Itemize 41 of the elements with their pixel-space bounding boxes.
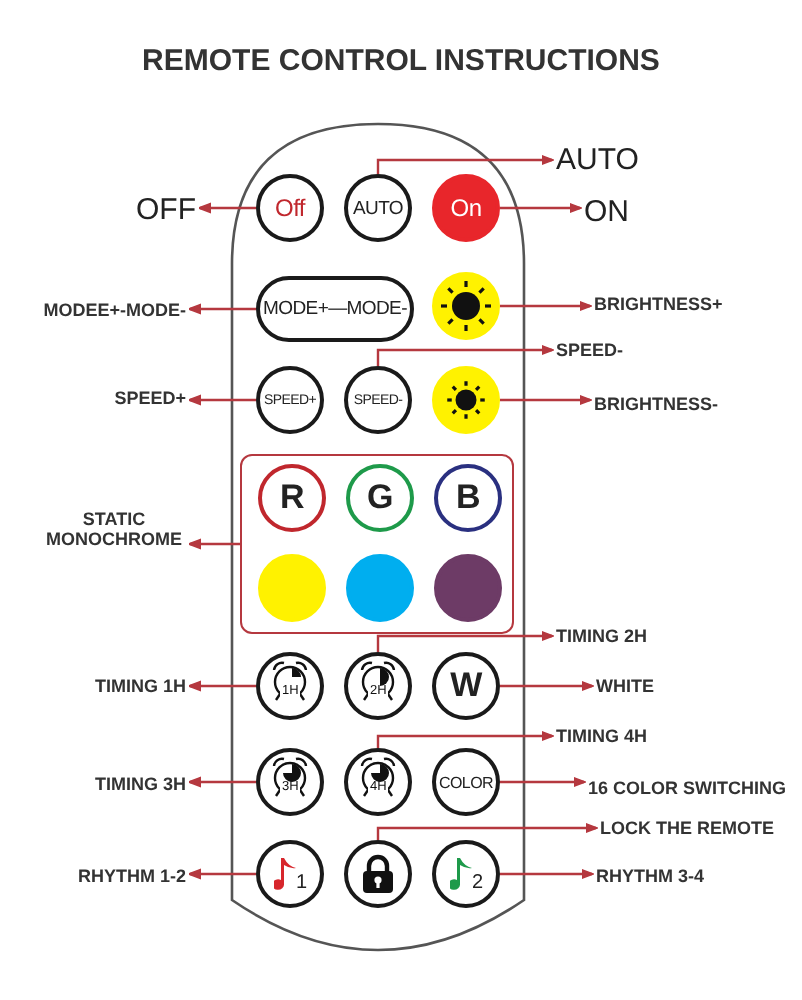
leader-arrow xyxy=(187,680,256,692)
callout-label: MODEE+-MODE- xyxy=(39,299,190,321)
diagram-title: REMOTE CONTROL INSTRUCTIONS xyxy=(140,44,662,78)
leader-arrow xyxy=(197,202,256,214)
callout-label: 16 COLOR SWITCHING xyxy=(584,777,791,799)
callout-label: STATIC MONOCHROME xyxy=(38,509,190,551)
callout-label: ON xyxy=(580,194,633,230)
callout-label: SPEED+ xyxy=(110,387,190,409)
callout-label: OFF xyxy=(132,192,200,228)
leader-arrow xyxy=(187,776,256,788)
leader-arrow xyxy=(376,630,555,652)
color-group-frame xyxy=(240,454,514,634)
callout-label: RHYTHM 3-4 xyxy=(592,865,709,887)
callout-label: AUTO xyxy=(552,142,643,178)
leader-arrow xyxy=(187,868,256,880)
callout-label: TIMING 4H xyxy=(552,725,652,747)
leader-arrow xyxy=(187,394,256,406)
leader-arrow xyxy=(500,202,583,214)
leader-arrow xyxy=(376,730,555,748)
button-text: 1 xyxy=(296,872,307,894)
callout-label: BRIGHTNESS- xyxy=(590,393,723,415)
leader-arrow xyxy=(376,154,555,174)
leader-arrow xyxy=(500,394,593,406)
callout-label: TIMING 3H xyxy=(90,773,190,795)
leader-arrow xyxy=(500,300,593,312)
callout-label: RHYTHM 1-2 xyxy=(73,865,190,887)
leader-arrow xyxy=(500,776,587,788)
leader-arrow xyxy=(187,538,240,550)
leader-arrow xyxy=(500,680,595,692)
callout-label: BRIGHTNESS+ xyxy=(590,293,727,315)
leader-arrow xyxy=(187,303,256,315)
callout-label: TIMING 1H xyxy=(90,675,190,697)
leader-arrow xyxy=(376,344,555,366)
mode-button: MODE+—MODE- xyxy=(256,276,414,342)
button-text: 2 xyxy=(472,872,483,894)
callout-label: LOCK THE REMOTE xyxy=(596,817,778,839)
leader-arrow xyxy=(376,822,599,840)
callout-label: TIMING 2H xyxy=(552,625,652,647)
callout-label: WHITE xyxy=(592,675,658,697)
leader-arrow xyxy=(500,868,595,880)
callout-label: SPEED- xyxy=(552,339,628,361)
